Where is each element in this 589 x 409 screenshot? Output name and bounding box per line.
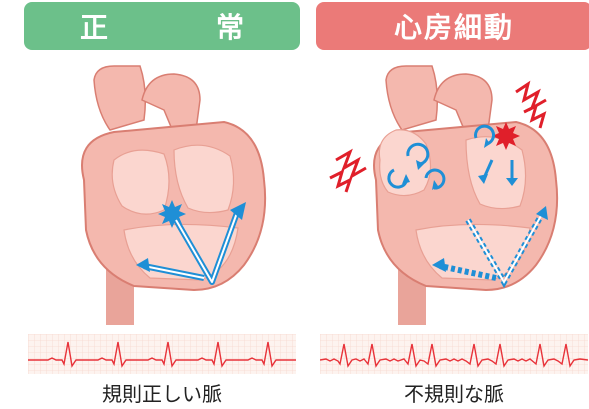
afib-ecg-strip [320,334,588,374]
afib-caption: 不規則な脈 [316,378,589,407]
starburst-icon [492,122,520,150]
afib-panel: 心房細動 [316,0,589,409]
afib-title: 心房細動 [316,2,589,50]
normal-caption: 規則正しい脈 [24,378,300,407]
starburst-icon [158,200,186,228]
normal-heart-illustration [24,60,300,330]
afib-heart-illustration [316,60,589,330]
normal-panel: 正 常 規則正しい脈 [24,0,300,409]
normal-ecg-strip [28,334,296,374]
normal-title: 正 常 [24,2,300,50]
